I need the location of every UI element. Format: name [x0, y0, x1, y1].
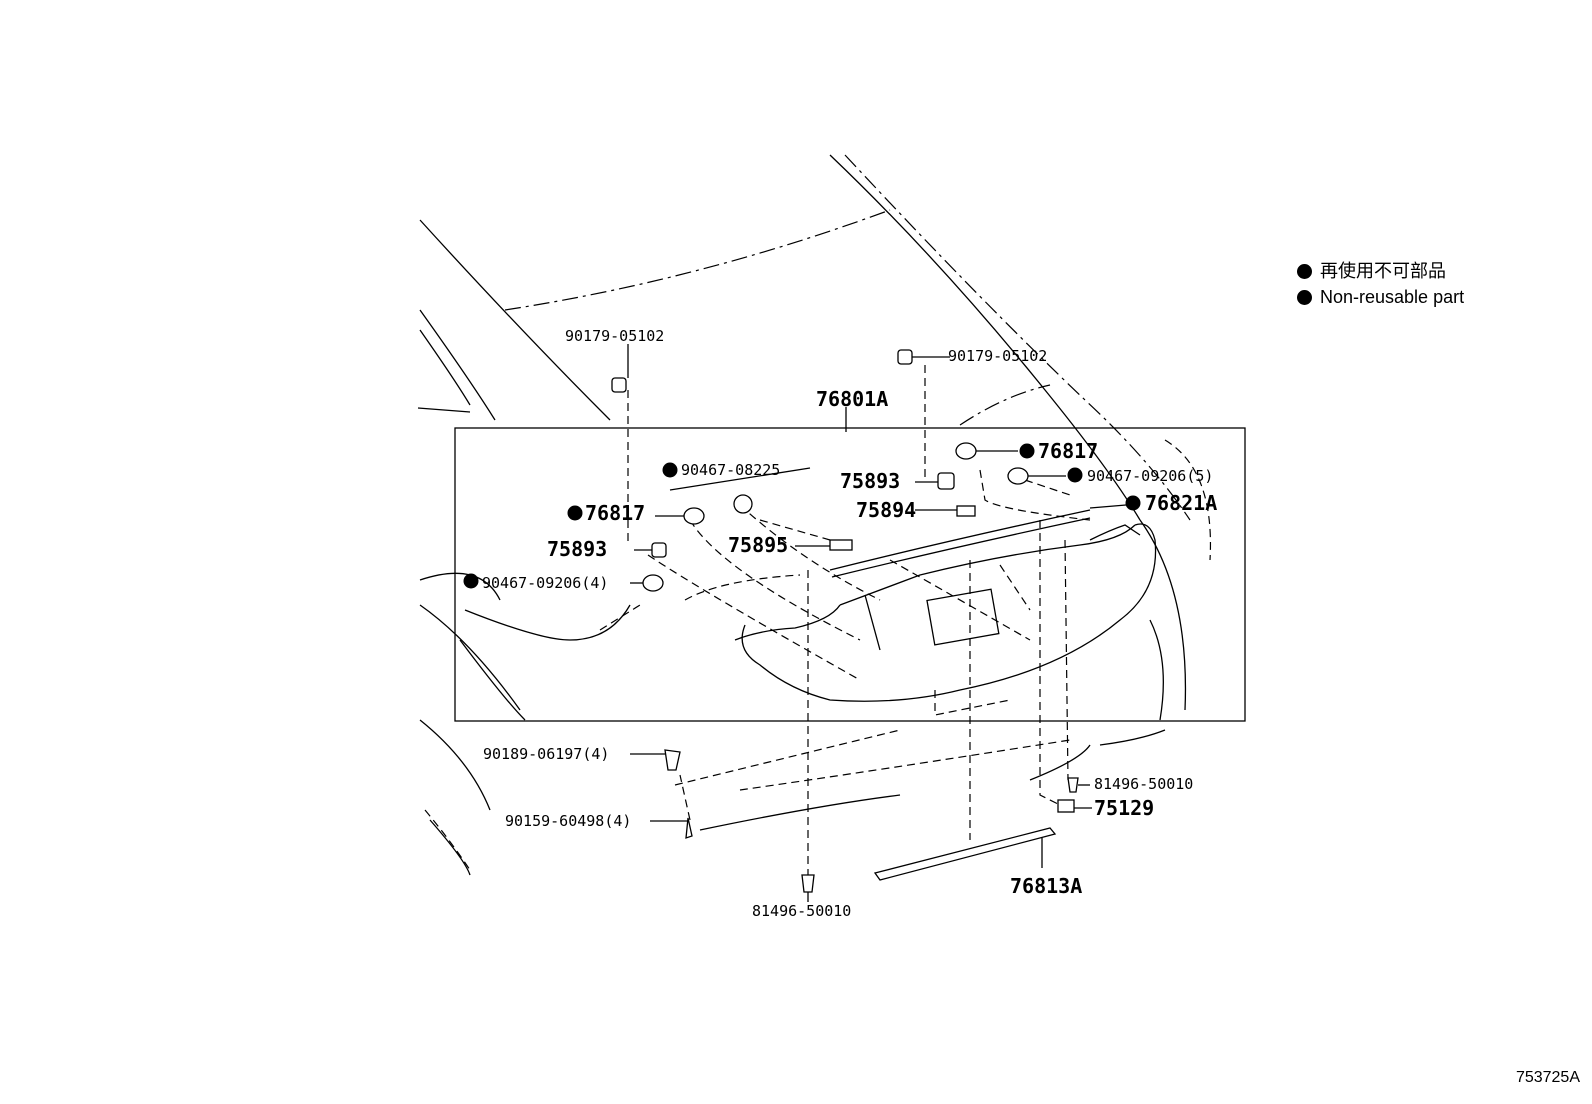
non-reusable-dot-icon: [1297, 289, 1312, 305]
label-75895: 75895: [728, 533, 788, 557]
label-75893-left: 75893: [547, 537, 607, 561]
assembly-lines: [627, 365, 1091, 875]
rear-garnish-assembly: [464, 509, 1157, 716]
assembly-frame: [454, 427, 1246, 722]
non-reusable-dot: [463, 573, 479, 589]
fasteners: [611, 349, 1079, 893]
non-reusable-dot: [1067, 467, 1083, 483]
clip-90467-09206-left: [642, 574, 664, 592]
label-75893-right: 75893: [840, 469, 900, 493]
legend: 再使用不可部品 Non-reusable part: [1297, 258, 1464, 310]
legend-item-jp: 再使用不可部品: [1297, 258, 1464, 284]
non-reusable-dot: [662, 462, 678, 478]
label-90179-right: 90179-05102: [948, 347, 1047, 365]
label-90159: 90159-60498(4): [505, 812, 631, 830]
label-76817-right: 76817: [1038, 439, 1098, 463]
clip-81496-bottom: [801, 874, 815, 893]
leader-lines: [627, 344, 1139, 902]
legend-label-en: Non-reusable part: [1320, 287, 1465, 307]
clip-90467-09206-right: [1007, 467, 1029, 485]
label-76817-left: 76817: [585, 501, 645, 525]
legend-label-jp: 再使用不可部品: [1320, 261, 1446, 281]
label-75894: 75894: [856, 498, 916, 522]
label-76821A: 76821A: [1145, 491, 1217, 515]
label-90467-09206-4: 90467-09206(4): [482, 574, 608, 592]
cushion-75893-left: [651, 542, 667, 558]
cushion-75129: [1057, 799, 1075, 813]
clip-90467-08225: [733, 494, 753, 514]
clip-81496-right: [1067, 777, 1079, 793]
non-reusable-dot: [1125, 495, 1141, 511]
bracket-75895: [829, 539, 853, 551]
non-reusable-dot: [567, 505, 583, 521]
label-90179-left: 90179-05102: [565, 327, 664, 345]
non-reusable-dot: [1019, 443, 1035, 459]
label-90467-08225: 90467-08225: [681, 461, 780, 479]
clip-76817-right: [955, 442, 977, 460]
legend-item-en: Non-reusable part: [1297, 284, 1464, 310]
diagram-code: 753725A: [1515, 1069, 1580, 1086]
label-90467-09206-5: 90467-09206(5): [1087, 467, 1213, 485]
cushion-75893-right: [937, 472, 955, 490]
screw-90189: [664, 749, 681, 771]
label-81496-bottom: 81496-50010: [752, 902, 851, 920]
label-90189: 90189-06197(4): [483, 745, 609, 763]
screw-90159: [685, 817, 693, 839]
garnish-76813A: [873, 827, 1057, 881]
bracket-75894: [956, 505, 976, 517]
label-81496-right: 81496-50010: [1094, 775, 1193, 793]
label-75129: 75129: [1094, 796, 1154, 820]
license-plate-recess: [926, 588, 1000, 646]
label-76801A: 76801A: [816, 387, 888, 411]
label-76813A: 76813A: [1010, 874, 1082, 898]
non-reusable-markers: [463, 443, 1141, 589]
clip-76817-left: [683, 507, 705, 525]
part-labels: 90179-05102 90179-05102 76801A 90467-082…: [482, 327, 1217, 920]
non-reusable-dot-icon: [1297, 263, 1312, 279]
vehicle-outline: [417, 154, 1212, 876]
nut-90179-right: [897, 349, 913, 365]
nut-90179-left: [611, 377, 627, 393]
